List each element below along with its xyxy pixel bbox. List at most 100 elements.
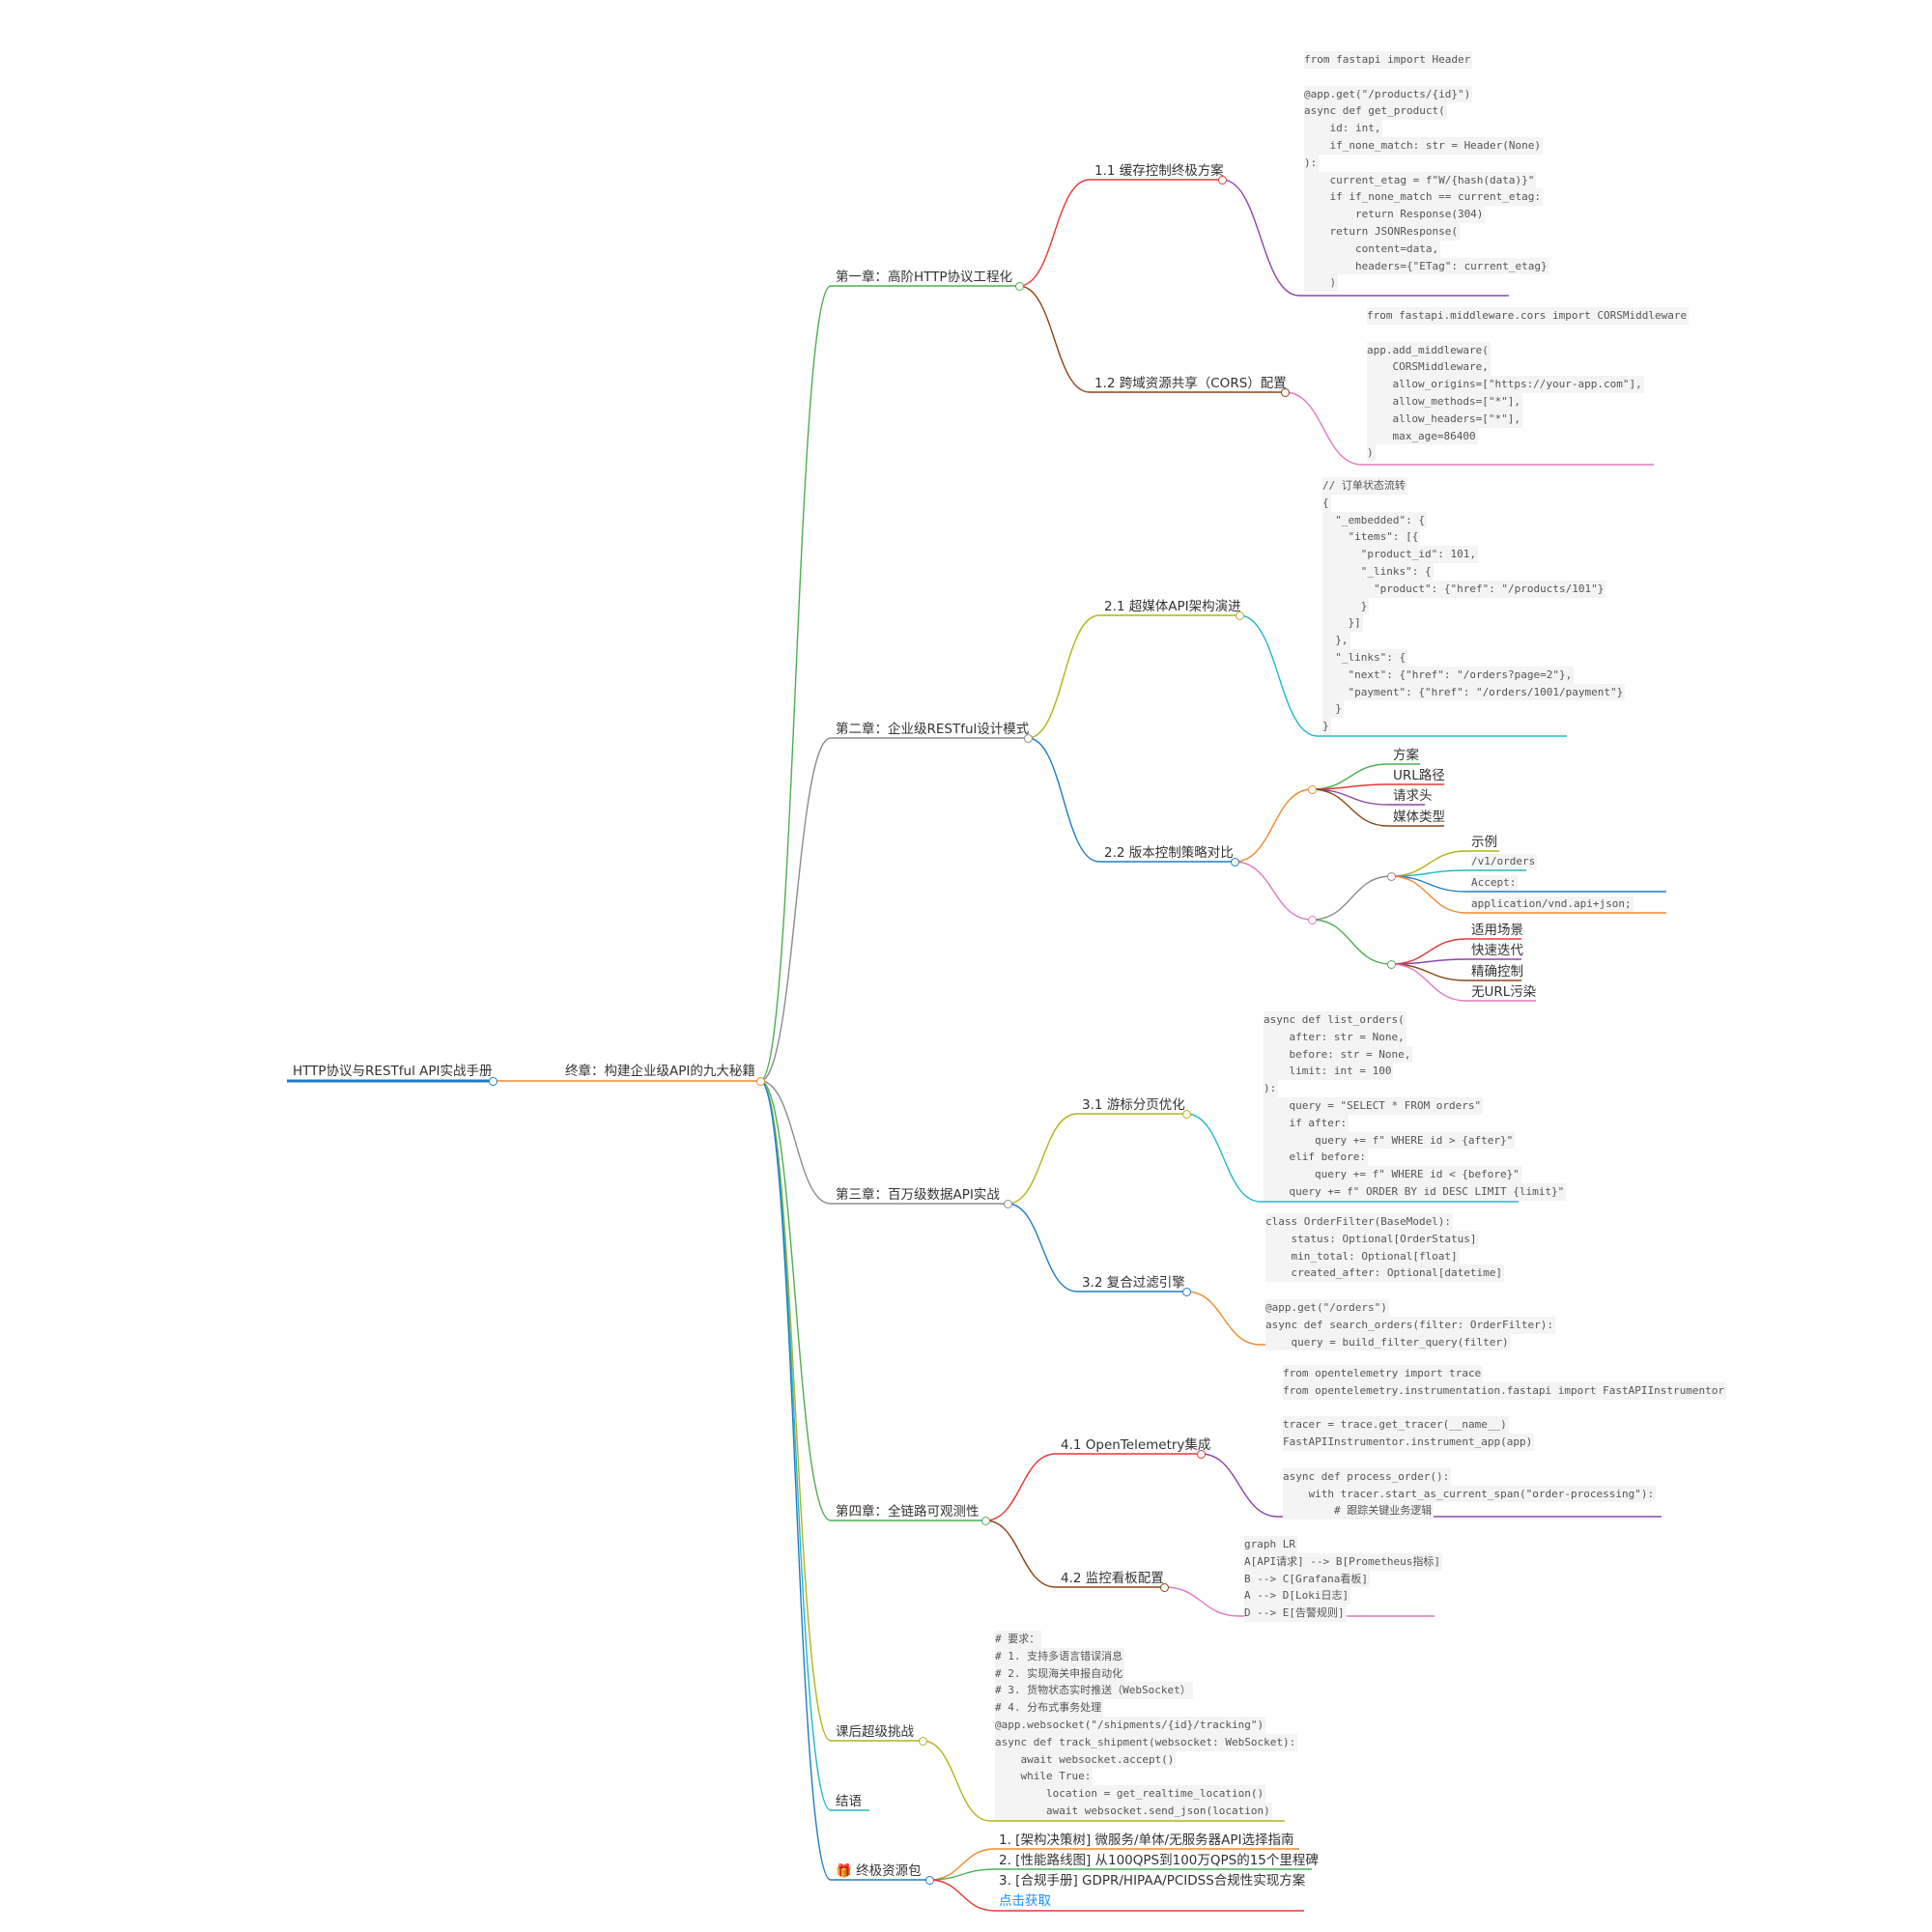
challenge-node[interactable]: 课后超级挑战 [836,1724,914,1740]
get-resources-link[interactable]: 点击获取 [999,1893,1051,1909]
root-toggle[interactable] [488,1076,497,1086]
code-line: elif before: [1264,1149,1368,1167]
code-line: location = get_realtime_location() [995,1785,1266,1803]
s21-toggle[interactable] [1235,611,1244,620]
closing-node[interactable]: 结语 [836,1794,862,1809]
chapter-3-node[interactable]: 第三章：百万级数据API实战 [836,1187,1000,1203]
code-line: while True: [995,1768,1094,1786]
code-line: B --> C[Grafana看板] [1244,1570,1370,1588]
chapter-2-node[interactable]: 第二章：企业级RESTful设计模式 [836,722,1030,737]
code-line: /v1/orders [1471,854,1538,869]
chapter-4-branch [759,1080,832,1521]
section-3-1-node[interactable]: 3.1 游标分页优化 [1082,1097,1185,1113]
g2b-leaf-branch [1390,938,1467,965]
section-1-1-node[interactable]: 1.1 缓存控制终极方案 [1094,163,1224,179]
s11-branch [1018,179,1091,287]
code-line: await websocket.accept() [995,1750,1177,1769]
code-line: return Response(304) [1304,206,1486,223]
code-line: from opentelemetry import trace [1283,1365,1484,1382]
chapter-1-toggle[interactable] [1014,281,1024,291]
code-line: query += f" WHERE id > {after}" [1264,1131,1516,1150]
resources-toggle[interactable] [924,1875,934,1885]
code-line: # 3. 货物状态实时推送（WebSocket） [995,1682,1193,1700]
g2a-leaf-branch [1390,869,1467,877]
g2a-toggle[interactable] [1386,871,1396,881]
code-block-challenge: # 要求：# 1. 支持多语言错误消息# 2. 实现海关申报自动化# 3. 货物… [995,1631,1298,1820]
section-3-2-node[interactable]: 3.2 复合过滤引擎 [1082,1275,1185,1291]
code-line: ): [1264,1080,1279,1097]
code-line: content=data, [1304,240,1441,258]
code-line: tracer = trace.get_tracer(__name__) [1283,1416,1509,1435]
s11-toggle[interactable] [1217,175,1227,185]
code-block-1-1: from fastapi import Header @app.get("/pr… [1304,51,1549,293]
resources-node[interactable]: 🎁 终极资源包 [836,1863,922,1879]
center-toggle[interactable] [755,1076,765,1086]
code-line: await websocket.send_json(location) [995,1802,1272,1820]
version-header-label: 请求头 [1393,788,1433,804]
code-line: limit: int = 100 [1264,1063,1394,1081]
code-line: query = build_filter_query(filter) [1265,1333,1511,1351]
chapter-2-branch [759,737,832,1082]
g2-toggle[interactable] [1307,915,1317,924]
version-example-label: 示例 [1471,835,1497,850]
code-line: async def list_orders( [1264,1011,1406,1029]
code-line: class OrderFilter(BaseModel): [1265,1213,1454,1231]
s31-branch [1007,1113,1078,1205]
code-line: query += f" WHERE id < {before}" [1264,1166,1521,1183]
code-line: }, [1322,632,1350,649]
code-line: } [1322,597,1370,615]
code-line: # 要求： [995,1631,1042,1648]
section-2-1-node[interactable]: 2.1 超媒体API架构演进 [1104,599,1241,614]
g2b-branch [1311,919,1392,965]
resource-item-3[interactable]: 3. [合规手册] GDPR/HIPAA/PCIDSS合规性实现方案 [999,1873,1306,1889]
s41-branch [984,1453,1057,1521]
chapter-4-node[interactable]: 第四章：全链路可观测性 [836,1504,980,1520]
code-line: from opentelemetry.instrumentation.fasta… [1283,1381,1726,1400]
chapter-3-toggle[interactable] [1003,1199,1012,1208]
center-node[interactable]: 终章：构建企业级API的九大秘籍 [565,1064,755,1079]
version-fast-iteration-label: 快速迭代 [1471,943,1523,958]
g2b-toggle[interactable] [1386,959,1396,969]
s12-toggle[interactable] [1280,387,1290,397]
version-use-case-label: 适用场景 [1471,923,1523,938]
resource-item-1[interactable]: 1. [架构决策树] 微服务/单体/无服务器API选择指南 [999,1833,1294,1848]
code-line: headers={"ETag": current_etag} [1304,257,1549,275]
s22-toggle[interactable] [1230,857,1239,867]
section-4-2-node[interactable]: 4.2 监控看板配置 [1061,1571,1164,1586]
code-line: @app.get("/orders") [1265,1298,1389,1317]
code-block-3-2: class OrderFilter(BaseModel): status: Op… [1265,1213,1556,1351]
chapter-2-toggle[interactable] [1023,733,1033,743]
code-line: FastAPIInstrumentor.instrument_app(app) [1283,1434,1535,1451]
code-line: "product_id": 101, [1322,546,1478,563]
code-line [1265,1282,1274,1299]
code-line: created_after: Optional[datetime] [1265,1264,1505,1283]
g1-toggle[interactable] [1307,784,1317,794]
g2a-leaf-branch [1390,850,1467,877]
s32-toggle[interactable] [1181,1287,1191,1296]
s31-toggle[interactable] [1181,1109,1191,1119]
chapter-4-toggle[interactable] [980,1516,990,1525]
version-no-url-pollution-label: 无URL污染 [1471,984,1537,1000]
chapter-1-node[interactable]: 第一章：高阶HTTP协议工程化 [836,270,1013,285]
s41-code-branch [1200,1453,1279,1518]
code-line: } [1322,700,1344,719]
code-line: max_age=86400 [1367,427,1478,445]
challenge-toggle[interactable] [918,1736,927,1746]
code-line: "_embedded": { [1322,511,1427,529]
code-line: with tracer.start_as_current_span("order… [1283,1485,1657,1503]
s11-code-branch [1221,179,1300,297]
section-4-1-node[interactable]: 4.1 OpenTelemetry集成 [1061,1437,1211,1453]
version-media-type-label: 媒体类型 [1393,810,1445,825]
code-line: if after: [1264,1114,1350,1132]
challenge-code-branch [922,1740,991,1822]
code-line [1304,69,1313,86]
s12-branch [1018,285,1091,393]
s42-toggle[interactable] [1159,1582,1169,1592]
code-line: "payment": {"href": "/orders/1001/paymen… [1322,683,1626,701]
section-2-2-node[interactable]: 2.2 版本控制策略对比 [1104,845,1234,861]
section-1-2-node[interactable]: 1.2 跨域资源共享（CORS）配置 [1094,376,1287,391]
s41-toggle[interactable] [1196,1449,1206,1459]
resource-item-2[interactable]: 2. [性能路线图] 从100QPS到100万QPS的15个里程碑 [999,1853,1319,1868]
root-node[interactable]: HTTP协议与RESTful API实战手册 [293,1064,493,1079]
